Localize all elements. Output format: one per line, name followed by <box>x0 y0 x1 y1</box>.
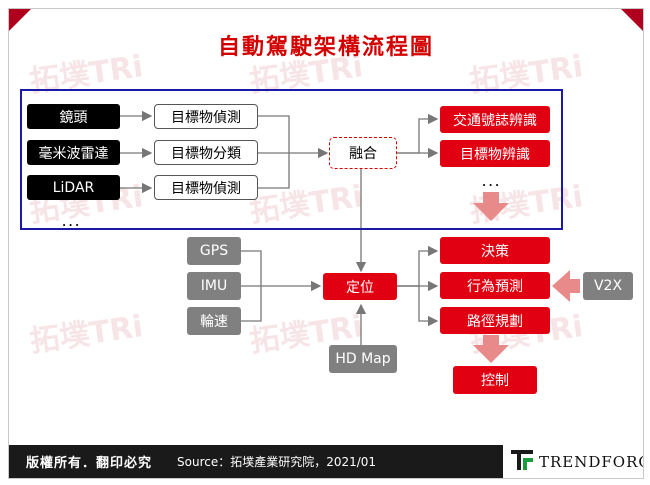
brand-name: TRENDFORCE <box>539 452 643 471</box>
v2x-label: V2X <box>593 278 623 294</box>
planning-decision: 決策 <box>440 237 550 264</box>
copyright-notice: 版權所有．翻印必究 <box>25 456 152 471</box>
recognition-more: ．．． <box>481 175 508 190</box>
input-gps: GPS <box>187 237 241 265</box>
input-imu: IMU <box>187 272 241 300</box>
process-detection-lidar: 目標物偵測 <box>154 175 258 200</box>
process-detection-camera: 目標物偵測 <box>154 104 258 129</box>
sensor-label: 鏡頭 <box>59 109 88 126</box>
localization-label: 定位 <box>346 279 374 296</box>
planning-label: 決策 <box>481 243 509 260</box>
planning-label: 路徑規劃 <box>467 313 523 330</box>
process-label: 目標物分類 <box>171 145 241 162</box>
input-wheel-speed: 輪速 <box>187 307 241 335</box>
down-arrow-icon <box>473 335 509 363</box>
recognition-traffic-sign: 交通號誌辨識 <box>440 106 550 133</box>
process-label: 目標物偵測 <box>171 109 241 126</box>
brand-logo: TRENDFORCE <box>503 445 643 478</box>
sensor-label: LiDAR <box>52 179 95 196</box>
control-node: 控制 <box>453 366 537 394</box>
input-label: HD Map <box>335 351 391 367</box>
input-label: IMU <box>200 278 228 294</box>
left-arrow-icon <box>552 270 580 302</box>
planning-path: 路徑規劃 <box>440 307 550 334</box>
sensor-camera: 鏡頭 <box>27 104 120 129</box>
process-label: 目標物偵測 <box>171 180 241 197</box>
trendforce-logo-icon <box>511 449 533 474</box>
fusion-node: 融合 <box>329 137 397 169</box>
diagram-frame: 拓墣TRi 拓墣TRi 拓墣TRi 拓墣TRi 拓墣TRi 拓墣TRi 拓墣TR… <box>8 8 644 479</box>
sensor-radar: 毫米波雷達 <box>27 140 120 165</box>
connector-lines <box>120 110 580 363</box>
input-label: GPS <box>199 243 229 259</box>
input-label: 輪速 <box>200 314 228 330</box>
planning-behavior-prediction: 行為預測 <box>440 272 550 299</box>
source-note: Source：拓墣產業研究院，2021/01 <box>177 455 377 469</box>
down-arrow-icon <box>473 192 509 221</box>
control-label: 控制 <box>481 373 509 389</box>
recognition-label: 目標物辨識 <box>460 146 530 163</box>
input-v2x: V2X <box>583 272 633 300</box>
recognition-object: 目標物辨識 <box>440 140 550 167</box>
footer-bar: 版權所有．翻印必究 Source：拓墣產業研究院，2021/01 TRENDFO… <box>9 445 643 478</box>
recognition-label: 交通號誌辨識 <box>453 112 537 129</box>
input-hd-map: HD Map <box>329 345 397 373</box>
planning-label: 行為預測 <box>467 278 523 295</box>
sensor-label: 毫米波雷達 <box>38 145 109 162</box>
fusion-label: 融合 <box>349 146 377 162</box>
diagram-title: 自動駕駛架構流程圖 <box>217 34 434 60</box>
perception-group <box>20 89 563 230</box>
localization-node: 定位 <box>323 273 397 300</box>
sensor-more: ．．． <box>61 215 88 230</box>
corner-decoration-left <box>9 9 31 31</box>
corner-decoration-right <box>621 9 643 31</box>
process-classification: 目標物分類 <box>154 140 258 165</box>
sensor-lidar: LiDAR <box>27 175 120 200</box>
